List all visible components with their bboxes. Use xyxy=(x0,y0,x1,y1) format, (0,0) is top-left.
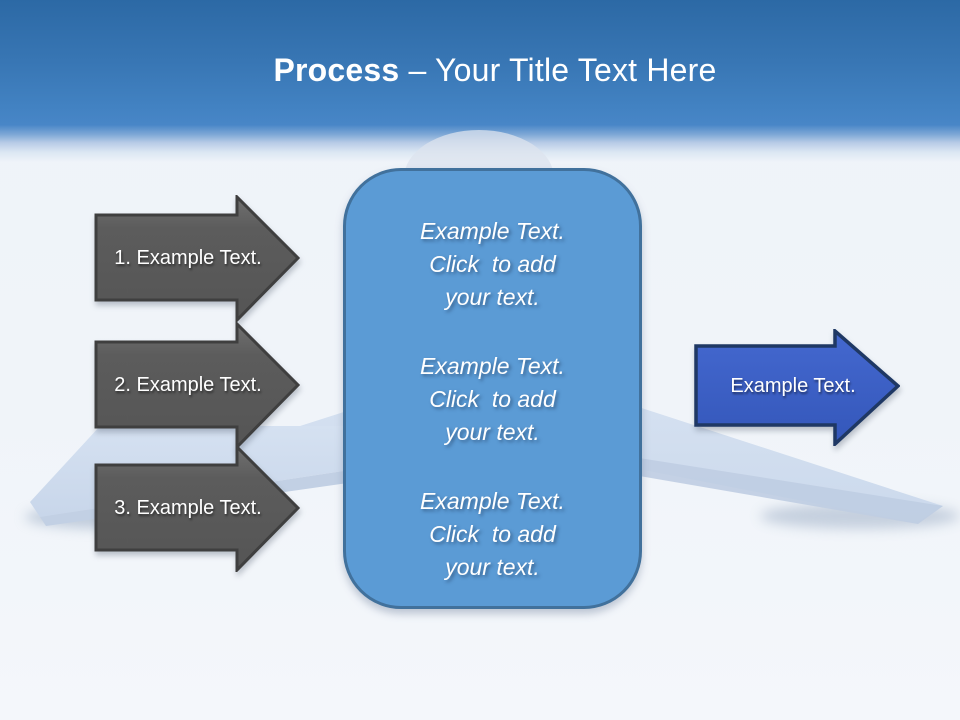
text-placeholder-1[interactable]: Example Text. Click to add your text. xyxy=(420,218,565,310)
slide-title[interactable]: Process – Your Title Text Here xyxy=(0,52,960,89)
right-arrow-shape-icon xyxy=(694,329,900,446)
output-arrow[interactable]: Example Text. xyxy=(694,329,900,446)
output-arrow-label: Example Text. xyxy=(730,375,856,397)
process-step-label: 2. Example Text. xyxy=(114,374,262,396)
process-step-arrow-3[interactable]: 3. Example Text. xyxy=(94,445,302,572)
text-placeholder-3[interactable]: Example Text. Click to add your text. xyxy=(420,488,565,580)
slide-title-rest: – Your Title Text Here xyxy=(399,52,717,88)
right-arrow-shape-icon xyxy=(94,322,301,449)
process-step-arrow-2[interactable]: 2. Example Text. xyxy=(94,322,302,449)
process-step-arrow-1[interactable]: 1. Example Text. xyxy=(94,195,302,322)
center-text-box[interactable]: Example Text. Click to add your text. Ex… xyxy=(343,168,642,609)
slide-title-keyword: Process xyxy=(273,52,400,88)
process-step-label: 3. Example Text. xyxy=(114,497,262,519)
right-arrow-shape-icon xyxy=(94,445,301,572)
text-placeholder-2[interactable]: Example Text. Click to add your text. xyxy=(420,353,565,445)
right-arrow-shape-icon xyxy=(94,195,301,322)
process-step-label: 1. Example Text. xyxy=(114,247,262,269)
